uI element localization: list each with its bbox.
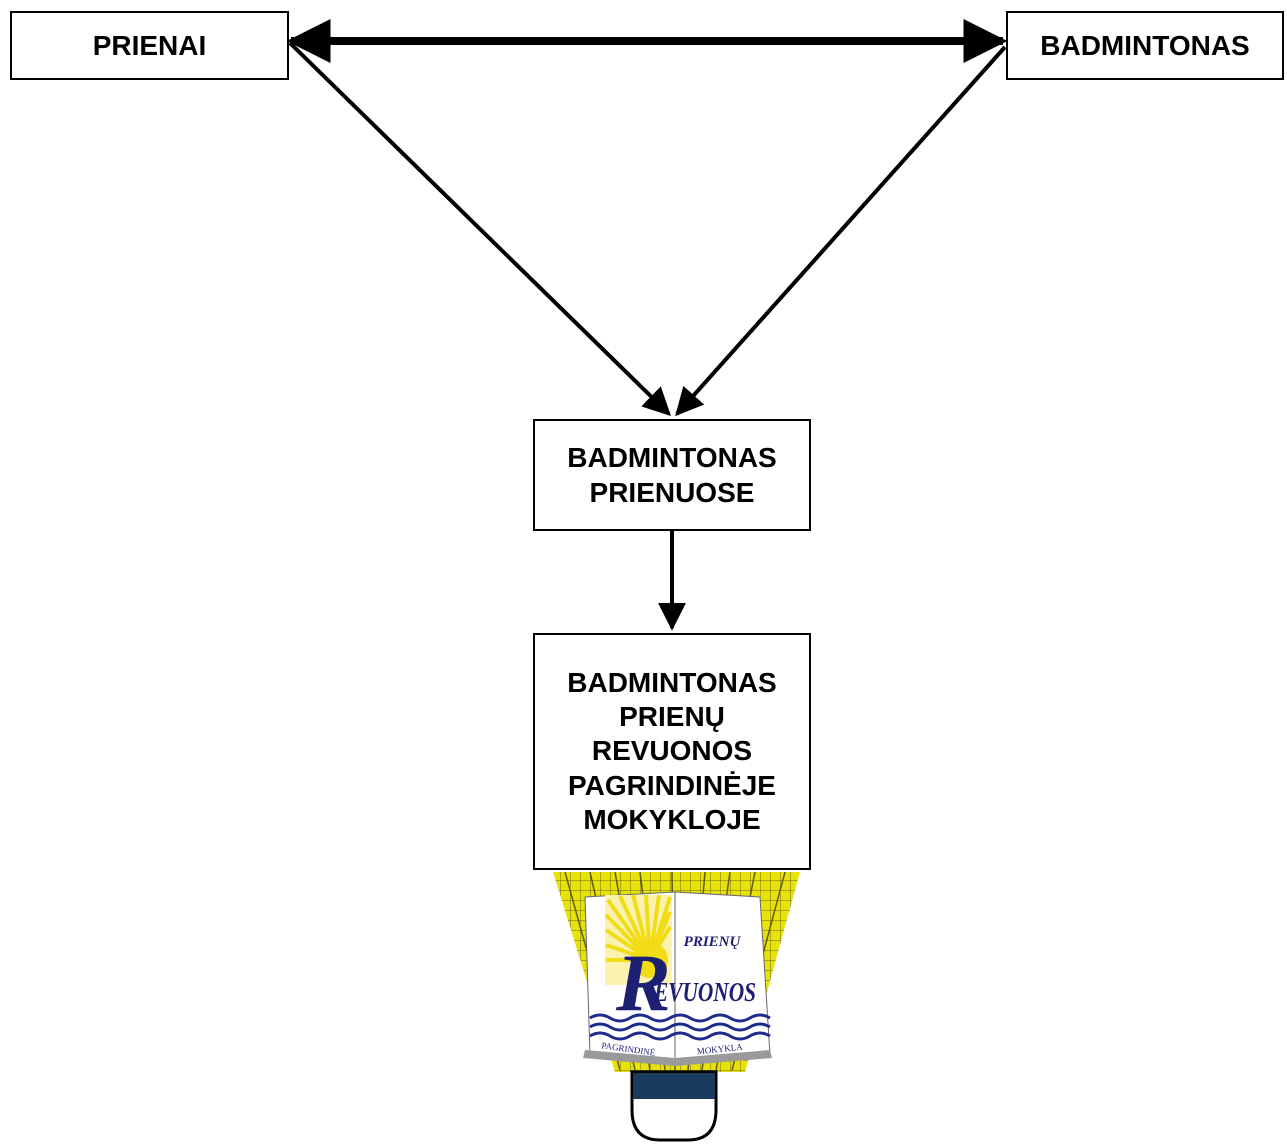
logo-top-word: PRIENŲ [684, 934, 742, 950]
node-line: PAGRINDINĖJE [568, 769, 776, 801]
edge-badmintonas-to-badmintonas-prienuose [675, 45, 1007, 417]
shuttlecock-base-icon [630, 1070, 718, 1142]
waves-icon [589, 1013, 771, 1041]
node-line: REVUONOS [591, 735, 753, 767]
logo-right-page-word: MOKYKLA [696, 1042, 743, 1057]
node-line: PRIENUOSE [589, 477, 755, 508]
node-prienai: PRIENAI [10, 11, 289, 80]
node-prienai-label: PRIENAI [92, 30, 207, 61]
node-badmintonas-prienuose: BADMINTONAS PRIENUOSE [533, 419, 811, 531]
node-line: BADMINTONAS [567, 442, 777, 473]
logo-main-word: EVUONOS [653, 977, 756, 1007]
node-badmintonas-label: BADMINTONAS [1040, 30, 1250, 61]
logo-big-letter: R [615, 937, 671, 1028]
node-badmintonas-mokykloje: BADMINTONAS PRIENŲ REVUONOS PAGRINDINĖJE… [533, 633, 811, 870]
node-line: MOKYKLOJE [583, 803, 761, 835]
node-badmintonas: BADMINTONAS [1006, 11, 1284, 80]
node-line: BADMINTONAS [567, 667, 777, 699]
sun-icon [604, 894, 672, 985]
edge-prienai-to-badmintonas-prienuose [288, 41, 672, 416]
node-line: PRIENŲ [619, 701, 725, 733]
